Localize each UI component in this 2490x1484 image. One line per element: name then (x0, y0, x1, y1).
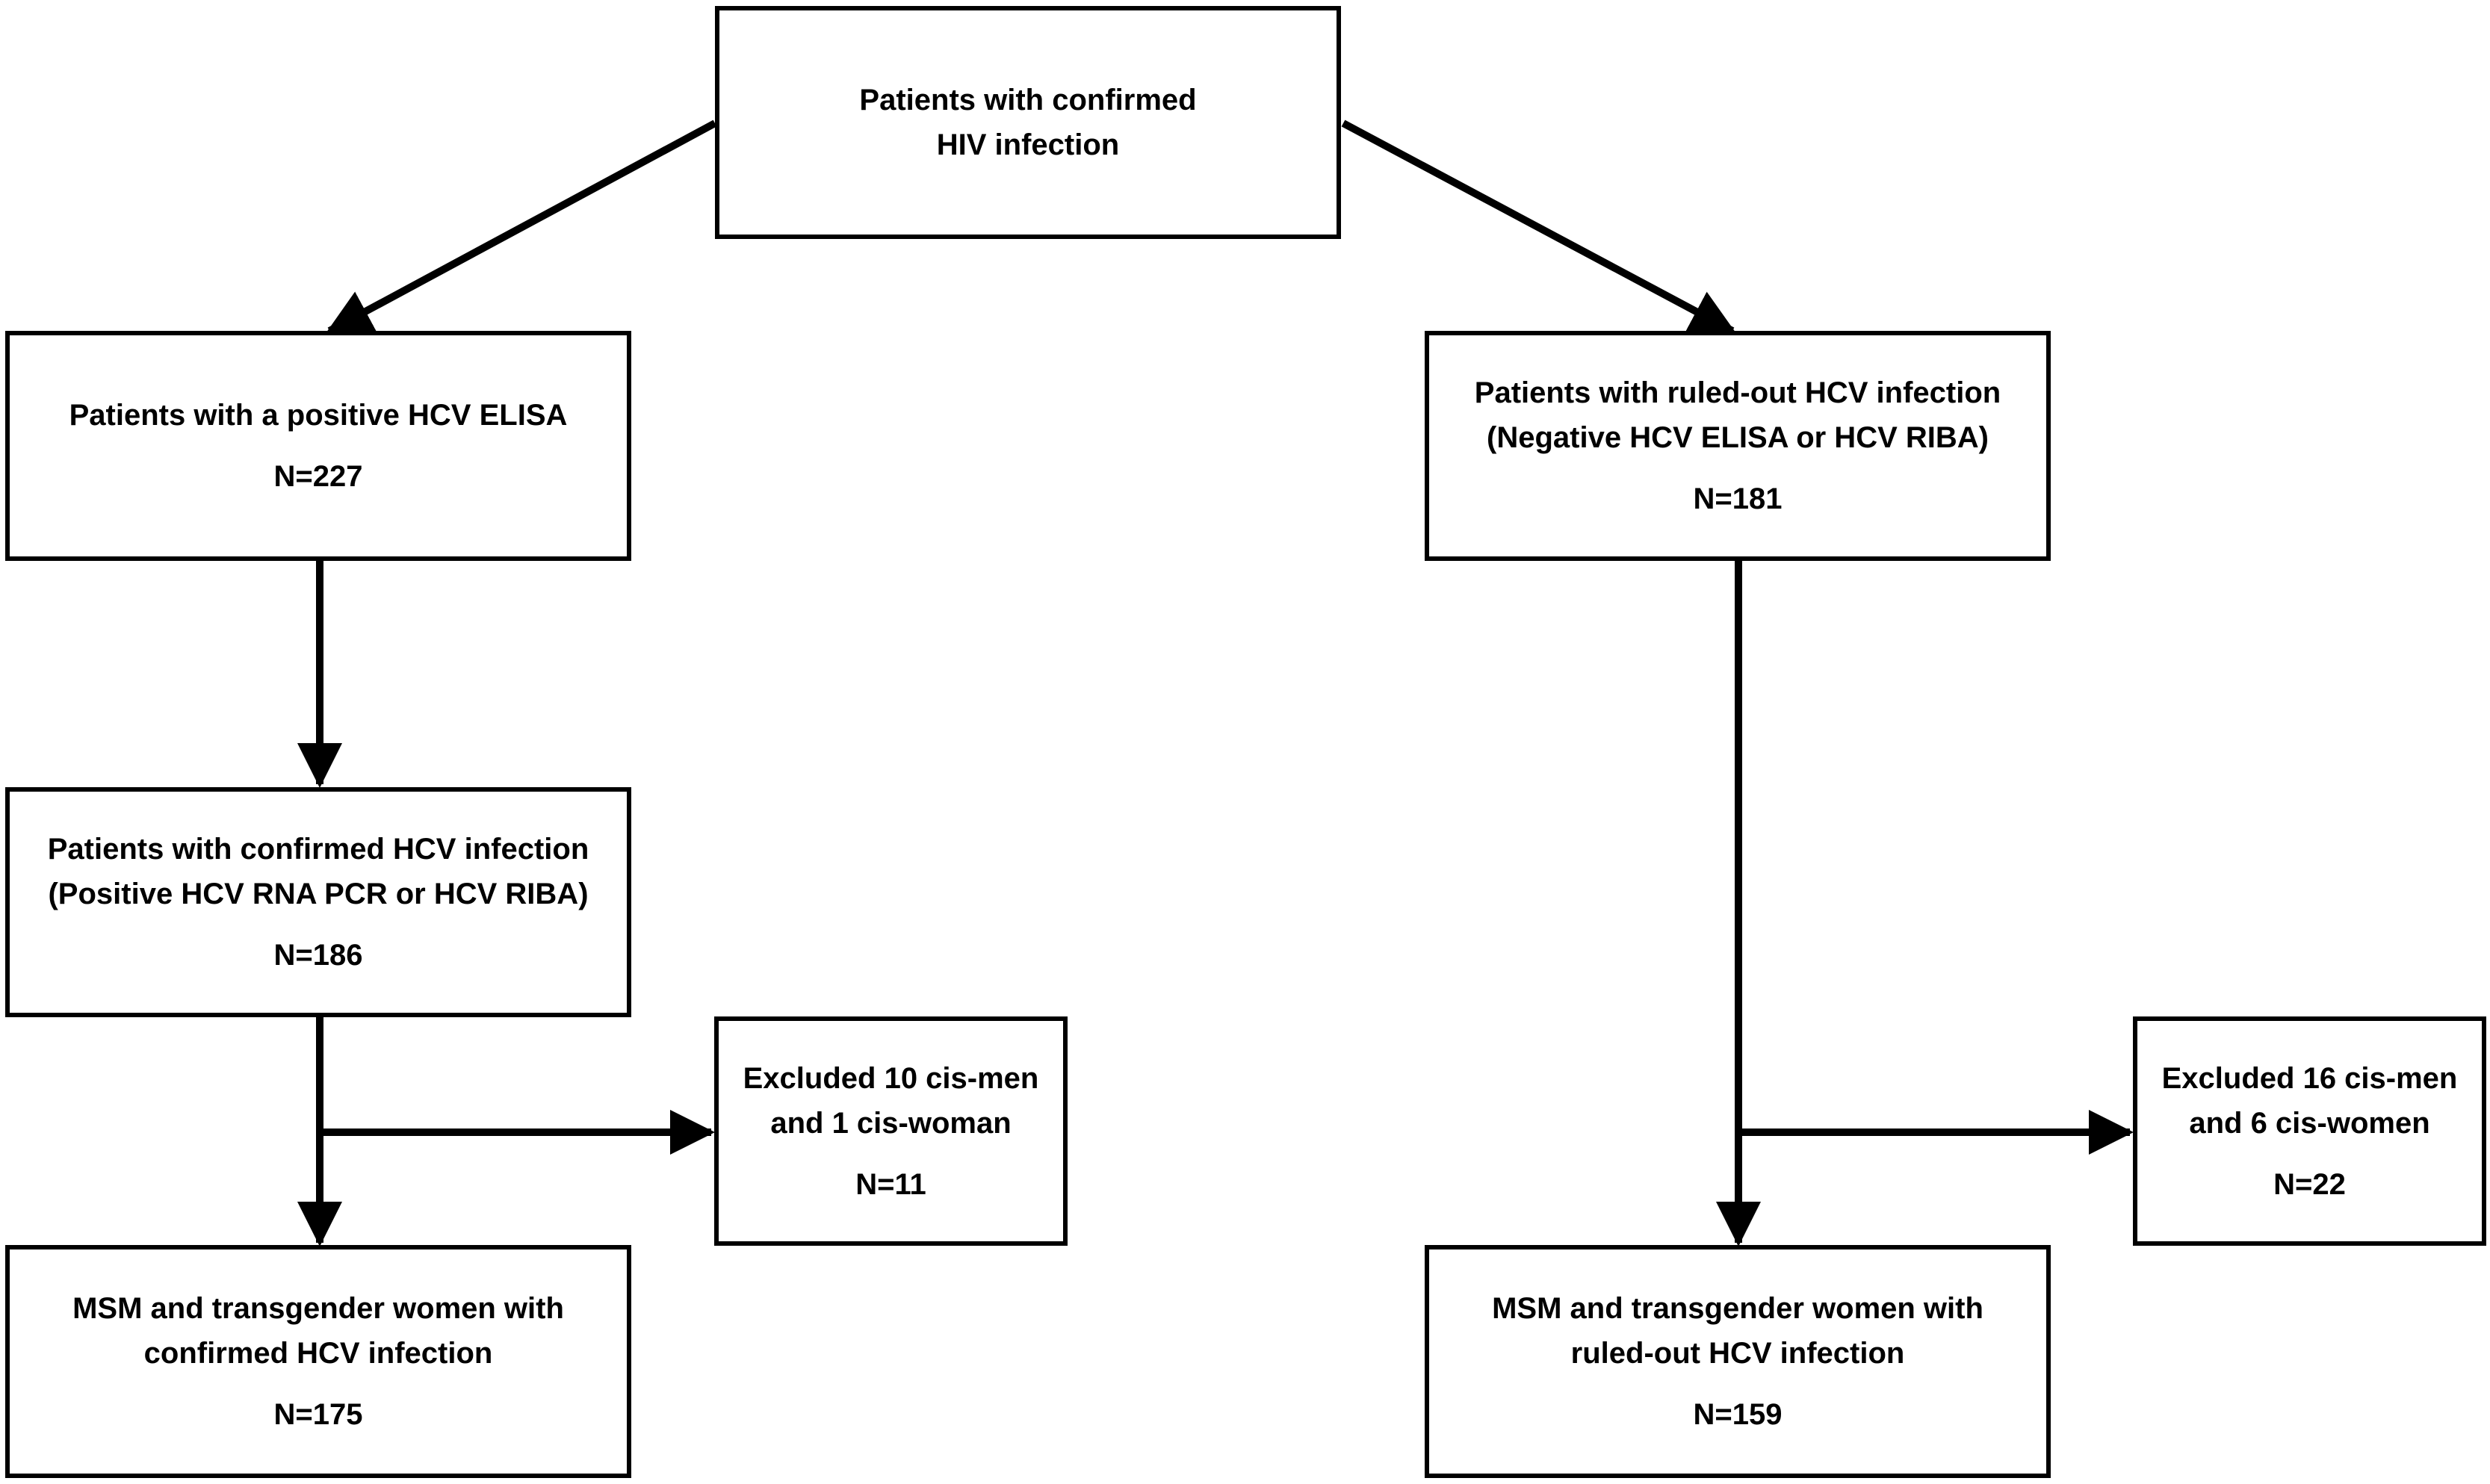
box-hiv-line-1: Patients with confirmed (859, 84, 1197, 117)
box-excluded-left-line-2: and 1 cis-woman (770, 1106, 1012, 1140)
box-excluded-right-line-1: Excluded 16 cis-men (2161, 1061, 2458, 1095)
box-msm-ruled-out-line-1: MSM and transgender women with (1492, 1292, 1983, 1325)
box-msm-ruled-out-count: N=159 (1693, 1398, 1783, 1431)
box-excluded-left-count: N=11 (855, 1167, 926, 1201)
box-msm-confirmed-count: N=175 (273, 1398, 363, 1431)
box-hiv-line-2: HIV infection (936, 128, 1120, 161)
box-ruled-out-count: N=181 (1693, 482, 1783, 515)
box-elisa-positive-count: N=227 (273, 460, 363, 493)
arrow-hiv-to-elisa-positive (326, 119, 717, 335)
box-hiv-confirmed: Patients with confirmed HIV infection (715, 6, 1341, 239)
box-confirmed-hcv: Patients with confirmed HCV infection (P… (5, 787, 631, 1017)
box-excluded-left-line-1: Excluded 10 cis-men (743, 1061, 1039, 1095)
box-msm-confirmed-line-1: MSM and transgender women with (72, 1292, 564, 1325)
box-confirmed-hcv-count: N=186 (273, 939, 363, 972)
box-ruled-out: Patients with ruled-out HCV infection (N… (1425, 331, 2051, 561)
box-excluded-right-line-2: and 6 cis-women (2189, 1106, 2430, 1140)
box-excluded-right-count: N=22 (2273, 1167, 2346, 1201)
box-excluded-left: Excluded 10 cis-men and 1 cis-woman N=11 (714, 1016, 1068, 1246)
box-confirmed-hcv-line-2: (Positive HCV RNA PCR or HCV RIBA) (48, 878, 589, 910)
box-elisa-positive: Patients with a positive HCV ELISA N=227 (5, 331, 631, 561)
box-msm-confirmed-line-2: confirmed HCV infection (143, 1337, 493, 1370)
box-msm-ruled-out: MSM and transgender women with ruled-out… (1425, 1245, 2051, 1478)
box-ruled-out-line-2: (Negative HCV ELISA or HCV RIBA) (1487, 421, 1989, 454)
box-excluded-right: Excluded 16 cis-men and 6 cis-women N=22 (2133, 1016, 2486, 1246)
box-msm-ruled-out-line-2: ruled-out HCV infection (1570, 1337, 1905, 1370)
box-ruled-out-line-1: Patients with ruled-out HCV infection (1474, 376, 2001, 409)
box-elisa-positive-line-1: Patients with a positive HCV ELISA (69, 399, 568, 432)
box-msm-confirmed: MSM and transgender women with confirmed… (5, 1245, 631, 1478)
arrow-hiv-to-ruled-out (1341, 119, 1736, 335)
box-confirmed-hcv-line-1: Patients with confirmed HCV infection (47, 833, 589, 866)
